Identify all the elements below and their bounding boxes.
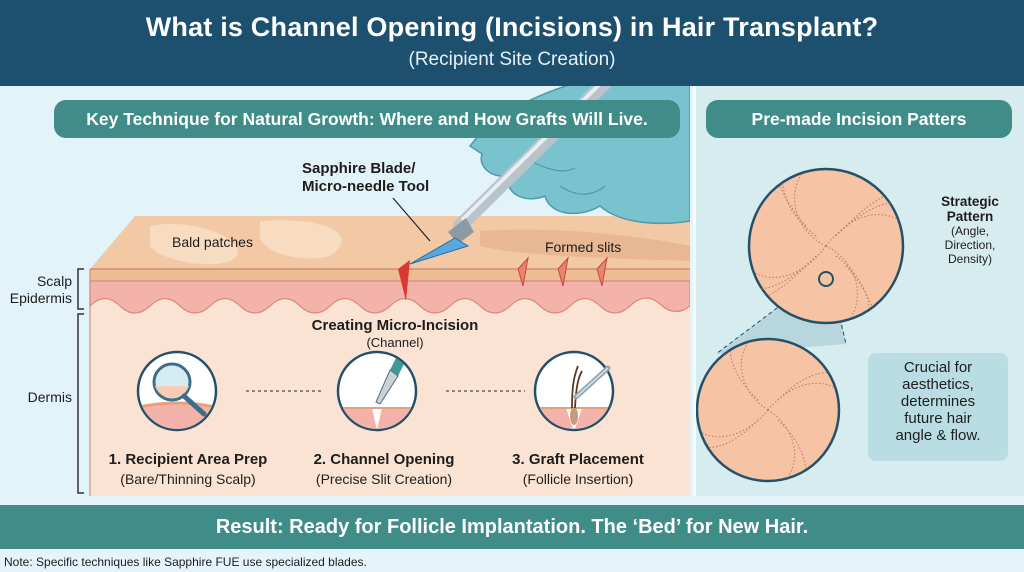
scalp-label-line2: Epidermis	[9, 290, 72, 306]
header: What is Channel Opening (Incisions) in H…	[0, 0, 1024, 86]
tool-label-line1: Sapphire Blade/	[302, 160, 416, 177]
step-subtitle: (Follicle Insertion)	[522, 471, 634, 487]
strategic-detail-density: Density)	[947, 252, 992, 266]
step-title: 3. Graft Placement	[512, 451, 644, 468]
strategic-pattern-label: Strategic Pattern (Angle, Direction, Den…	[927, 194, 1013, 266]
incision-pattern-panel: Pre-made Incision Patters Strategic Patt…	[693, 86, 1024, 496]
page-title: What is Channel Opening (Incisions) in H…	[145, 12, 879, 42]
formed-slits-label: Formed slits	[545, 239, 622, 255]
step-title: 2. Channel Opening	[313, 451, 455, 468]
spiral-pattern-illustration	[696, 167, 905, 483]
tool-label-line2: Micro-needle Tool	[302, 178, 430, 195]
crucial-line: angle & flow.	[895, 427, 981, 444]
step2-scalpel-icon	[336, 350, 418, 432]
step-graft-placement: 3. Graft Placement (Follicle Insertion)	[468, 451, 688, 487]
page-subtitle: (Recipient Site Creation)	[408, 49, 616, 70]
dermis-label: Dermis	[27, 389, 72, 405]
crucial-line: aesthetics,	[902, 376, 974, 393]
key-technique-banner: Key Technique for Natural Growth: Where …	[54, 100, 680, 138]
micro-incision-subtitle: (Channel)	[366, 335, 424, 350]
incision-patterns-banner: Pre-made Incision Patters	[706, 100, 1012, 138]
crucial-info-box: Crucial for aesthetics, determines futur…	[868, 353, 1008, 461]
scalp-epidermis-label: Scalp Epidermis	[0, 273, 72, 307]
strategic-title-line1: Strategic	[941, 194, 999, 209]
skin-cross-section-illustration	[77, 86, 690, 496]
step-recipient-area-prep: 1. Recipient Area Prep (Bare/Thinning Sc…	[78, 451, 298, 487]
scalp-label-line1: Scalp	[36, 273, 72, 289]
strategic-title-line2: Pattern	[946, 209, 994, 224]
step-subtitle: (Precise Slit Creation)	[315, 471, 453, 487]
tool-label: Sapphire Blade/ Micro-needle Tool	[302, 160, 429, 196]
bald-patch	[150, 224, 239, 265]
crucial-line: Crucial for	[903, 359, 973, 376]
crucial-line: future hair	[904, 410, 972, 427]
step3-forceps-follicle-icon	[533, 350, 615, 432]
strategic-detail-direction: Direction,	[944, 238, 996, 252]
micro-incision-title: Creating Micro-Incision	[311, 317, 479, 334]
result-banner: Result: Ready for Follicle Implantation.…	[0, 505, 1024, 549]
step-title: 1. Recipient Area Prep	[108, 451, 268, 468]
step-subtitle: (Bare/Thinning Scalp)	[120, 471, 256, 487]
step-channel-opening: 2. Channel Opening (Precise Slit Creatio…	[274, 451, 494, 487]
footnote: Note: Specific techniques like Sapphire …	[4, 555, 367, 569]
bald-patches-label: Bald patches	[172, 234, 253, 250]
crucial-line: determines	[900, 393, 976, 410]
skin-illustration-panel: Key Technique for Natural Growth: Where …	[0, 86, 690, 496]
strategic-detail-angle: (Angle,	[950, 224, 990, 238]
